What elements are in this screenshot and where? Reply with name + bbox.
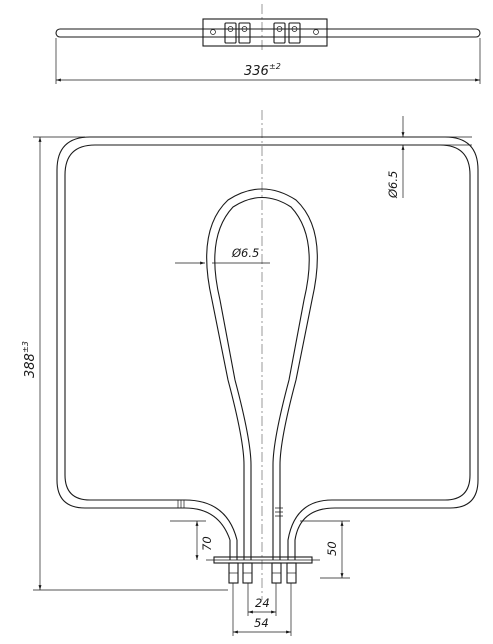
height-dimension: 388 ±3 xyxy=(21,136,228,591)
front-view-terminals xyxy=(228,562,297,584)
top-view-terminal xyxy=(273,22,286,44)
right-tube-diameter: Ø6.5 xyxy=(386,116,472,199)
left-offset-label: 70 xyxy=(200,536,214,551)
front-view-terminal xyxy=(271,562,282,584)
top-view-terminal xyxy=(288,22,301,44)
front-view-bracket xyxy=(206,556,320,564)
top-view-terminal xyxy=(224,22,237,44)
top-view-terminal xyxy=(238,22,251,44)
front-view-terminal xyxy=(286,562,297,584)
top-view: 336 ±2 xyxy=(55,4,481,84)
front-view-terminal xyxy=(228,562,239,584)
width-value: 336 xyxy=(244,64,269,79)
width-tolerance: ±2 xyxy=(269,62,281,71)
right-offset-label: 50 xyxy=(325,541,339,556)
right-tube-diameter-label: Ø6.5 xyxy=(386,171,400,199)
left-offset-dimension: 70 xyxy=(170,520,214,560)
front-view: 388 ±3 Ø6.5 Ø6.5 70 xyxy=(21,110,479,636)
terminal-spacing-inner-dimension: 24 xyxy=(247,583,277,616)
outer-tube-inner-edge xyxy=(64,144,471,560)
width-dimension: 336 ±2 xyxy=(55,38,481,84)
inner-loop-outer-edge xyxy=(206,188,318,560)
inner-tube-diameter: Ø6.5 xyxy=(175,246,270,265)
front-view-terminal xyxy=(242,562,253,584)
top-view-terminals xyxy=(224,22,301,44)
terminal-spacing-inner-label: 24 xyxy=(255,596,270,610)
top-view-tube xyxy=(55,28,481,38)
tube-markings xyxy=(177,500,283,517)
height-value: 388 xyxy=(23,353,38,378)
terminal-spacing-outer-dimension: 54 xyxy=(232,583,292,636)
outer-tube-outer-edge xyxy=(56,136,479,560)
right-offset-dimension: 50 xyxy=(300,520,350,579)
top-view-bracket xyxy=(202,18,328,47)
inner-loop-inner-edge xyxy=(214,197,310,560)
terminal-spacing-outer-label: 54 xyxy=(254,616,269,630)
inner-tube-diameter-label: Ø6.5 xyxy=(231,246,259,260)
height-tolerance: ±3 xyxy=(21,341,30,353)
